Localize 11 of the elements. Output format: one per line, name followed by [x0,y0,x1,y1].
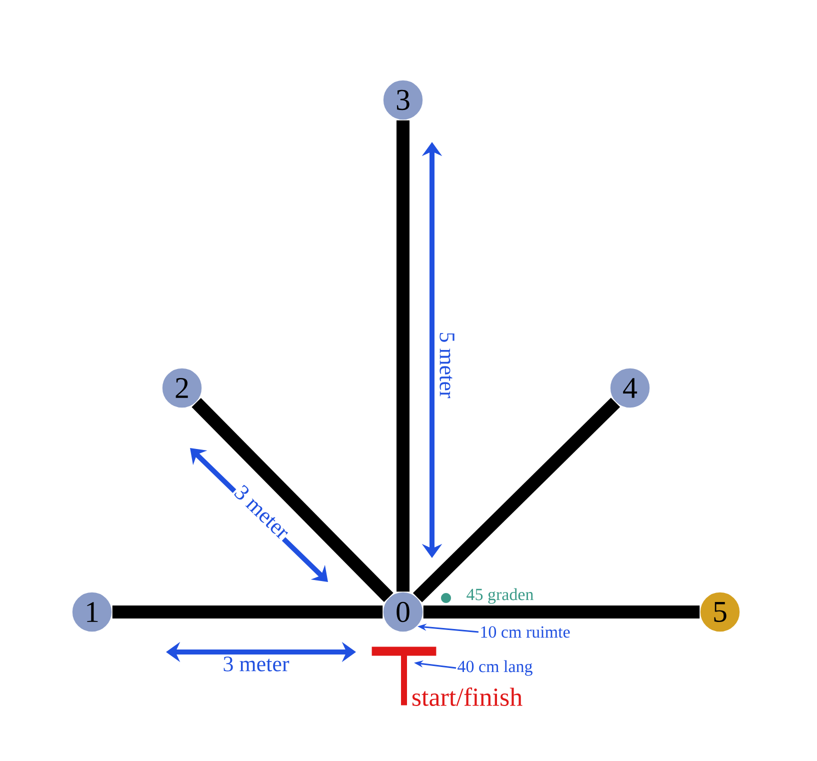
dimension-label: 3 meter [222,656,290,672]
spoke-line [412,398,620,602]
spoke-line [423,606,700,618]
angle-label: 45 graden [466,588,534,604]
start-finish-label: start/finish [412,687,522,706]
spoke-line [112,606,383,618]
note-text: 10 cm ruimte [481,626,570,638]
dimension-label: 5 meter [438,330,456,400]
spoke-line [192,398,394,602]
note-text: 40 cm lang [458,660,532,676]
spoke-line [396,120,410,592]
